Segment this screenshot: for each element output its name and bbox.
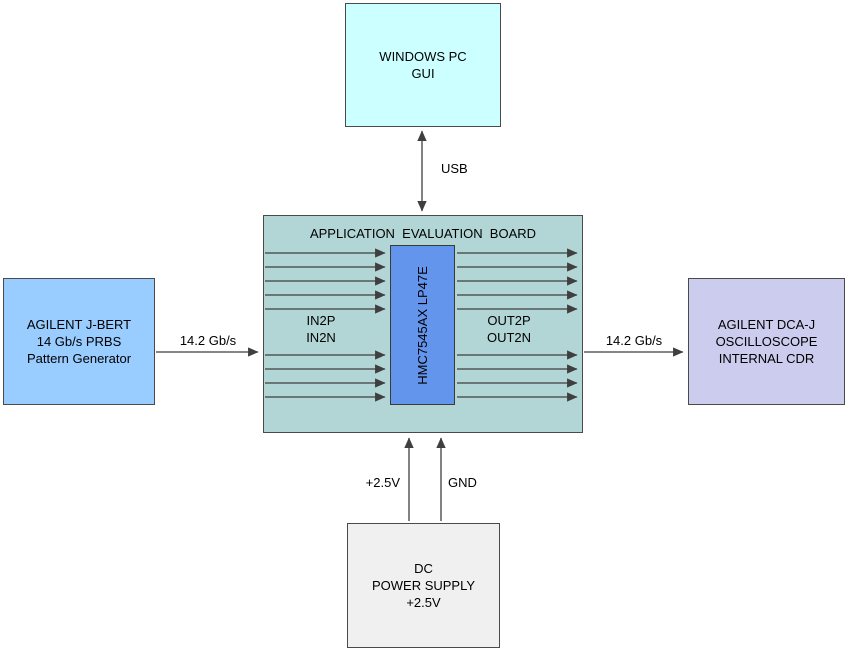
windows-pc-gui-label-line1: WINDOWS PC — [379, 49, 467, 64]
psu-label-line3: +2.5V — [406, 595, 441, 610]
input-rate-label: 14.2 Gb/s — [179, 333, 237, 348]
windows-pc-gui-box: WINDOWS PC GUI — [345, 3, 501, 127]
in2n-signal-label: IN2N — [306, 330, 336, 345]
jbert-label-line3: Pattern Generator — [26, 351, 132, 366]
dca-label-line2: OSCILLOSCOPE — [715, 334, 818, 349]
jbert-label-line2: 14 Gb/s PRBS — [36, 334, 122, 349]
chip-hmc7545-box: HMC7545AX LP47E — [390, 245, 455, 405]
out2p-signal-label: OUT2P — [487, 313, 531, 328]
supply-voltage-label: +2.5V — [365, 475, 400, 490]
output-rate-label: 14.2 Gb/s — [605, 333, 663, 348]
out2n-signal-label: OUT2N — [486, 330, 532, 345]
ground-label: GND — [448, 475, 477, 490]
in2p-signal-label: IN2P — [306, 313, 336, 328]
dc-power-supply-box: DC POWER SUPPLY +2.5V — [347, 523, 500, 648]
psu-label-line1: DC — [414, 561, 433, 576]
chip-hmc7545-label: HMC7545AX LP47E — [415, 265, 431, 385]
dca-label-line1: AGILENT DCA-J — [717, 317, 816, 332]
windows-pc-gui-label-line2: GUI — [411, 66, 435, 81]
application-evaluation-board-title: APPLICATION EVALUATION BOARD — [309, 226, 537, 241]
usb-connection-label: USB — [441, 161, 468, 176]
psu-label-line2: POWER SUPPLY — [371, 578, 476, 593]
jbert-pattern-generator-box: AGILENT J-BERT 14 Gb/s PRBS Pattern Gene… — [3, 278, 155, 405]
dca-oscilloscope-box: AGILENT DCA-J OSCILLOSCOPE INTERNAL CDR — [688, 278, 845, 405]
dca-label-line3: INTERNAL CDR — [718, 351, 815, 366]
jbert-label-line1: AGILENT J-BERT — [26, 317, 132, 332]
